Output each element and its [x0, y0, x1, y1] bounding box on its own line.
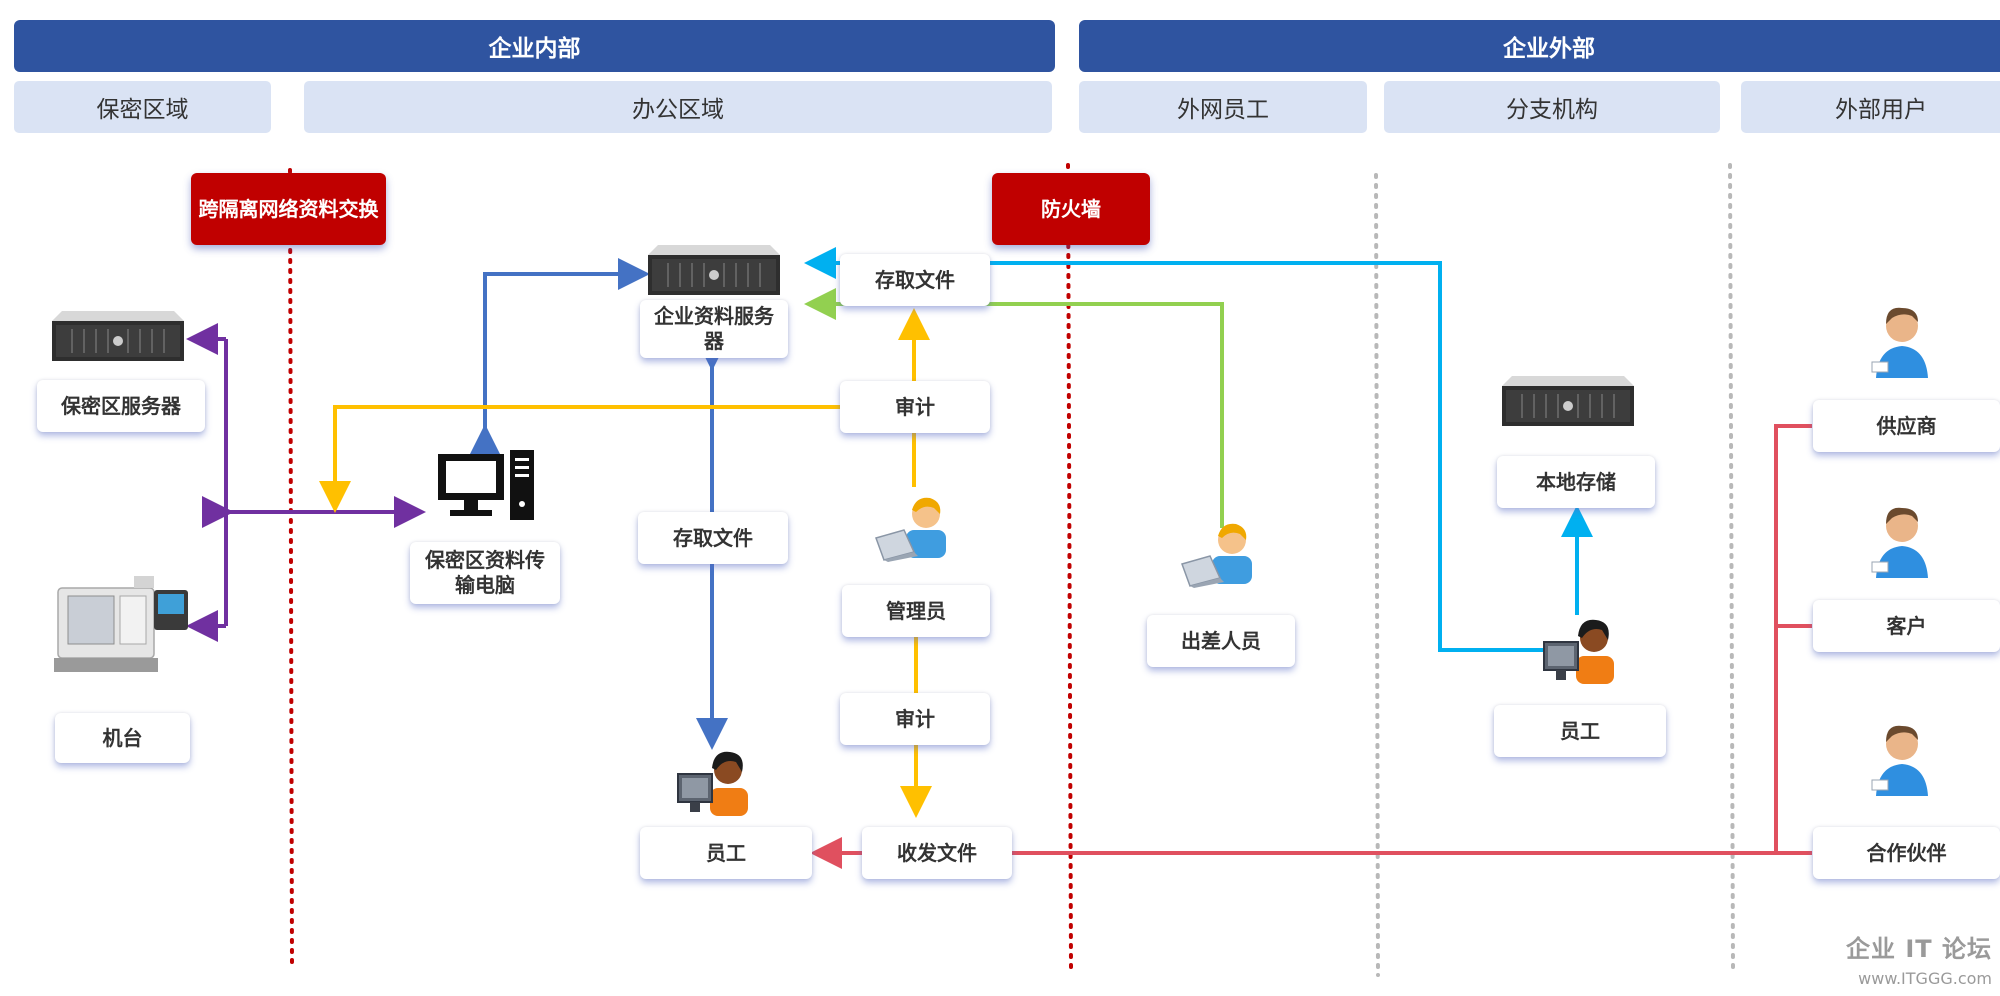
server-icon: [1502, 376, 1634, 426]
branch-external-divider: [1728, 163, 1735, 970]
traveler-person-icon: [1181, 523, 1252, 588]
red-external-bracket: [1774, 424, 1812, 853]
zone-external-users: 外部用户: [1741, 81, 2000, 133]
audit-top: 审计: [840, 381, 990, 433]
admin-person-icon: [875, 497, 946, 562]
customer-person-icon: [1871, 507, 1928, 578]
remote-branch-divider: [1374, 173, 1380, 977]
zone-office: 办公区域: [304, 81, 1052, 133]
admin-label: 管理员: [842, 585, 990, 637]
yellow-audit-pc: [319, 405, 842, 513]
branch-employee-label: 员工: [1494, 705, 1666, 757]
cnc-machine-icon: [54, 576, 188, 672]
watermark-name: 企业 IT 论坛: [1845, 935, 1992, 963]
secure-server-label: 保密区服务器: [37, 380, 205, 432]
send-receive-files: 收发文件: [862, 827, 1012, 879]
supplier-person-icon: [1871, 307, 1928, 378]
transfer-pc-label: 保密区资料传输电脑: [410, 542, 560, 604]
watermark-url: www.ITGGG.com: [1858, 969, 1992, 988]
cyan-branch-server: [804, 247, 1548, 652]
access-files-mid: 存取文件: [638, 512, 788, 564]
branch-employee-person-icon: [1543, 619, 1614, 684]
supplier-label: 供应商: [1813, 400, 2000, 452]
cross-isolation-label: 跨隔离网络资料交换: [191, 173, 386, 245]
zone-remote-staff: 外网员工: [1079, 81, 1367, 133]
partner-label: 合作伙伴: [1813, 827, 2000, 879]
zone-secure: 保密区域: [14, 81, 271, 133]
enterprise-server-label: 企业资料服务器: [640, 300, 788, 358]
zone-branch: 分支机构: [1384, 81, 1720, 133]
partner-person-icon: [1871, 725, 1928, 796]
blue-pc-server: [469, 258, 650, 456]
audit-bottom: 审计: [840, 693, 990, 745]
server-icon: [648, 245, 780, 295]
server-icon: [52, 311, 184, 361]
internal-header: 企业内部: [14, 20, 1055, 72]
desktop-computer-icon: [438, 450, 534, 520]
machine-label: 机台: [55, 713, 190, 763]
external-header: 企业外部: [1079, 20, 2000, 72]
customer-label: 客户: [1813, 600, 2000, 652]
employee-person-icon: [677, 751, 748, 816]
isolation-boundary-line: [288, 168, 294, 970]
firewall-label: 防火墙: [992, 173, 1150, 245]
office-employee-label: 员工: [640, 827, 812, 879]
firewall-boundary-line: [1066, 163, 1073, 970]
local-storage-label: 本地存储: [1497, 456, 1655, 508]
traveler-label: 出差人员: [1147, 615, 1295, 667]
access-files-top: 存取文件: [840, 254, 990, 306]
